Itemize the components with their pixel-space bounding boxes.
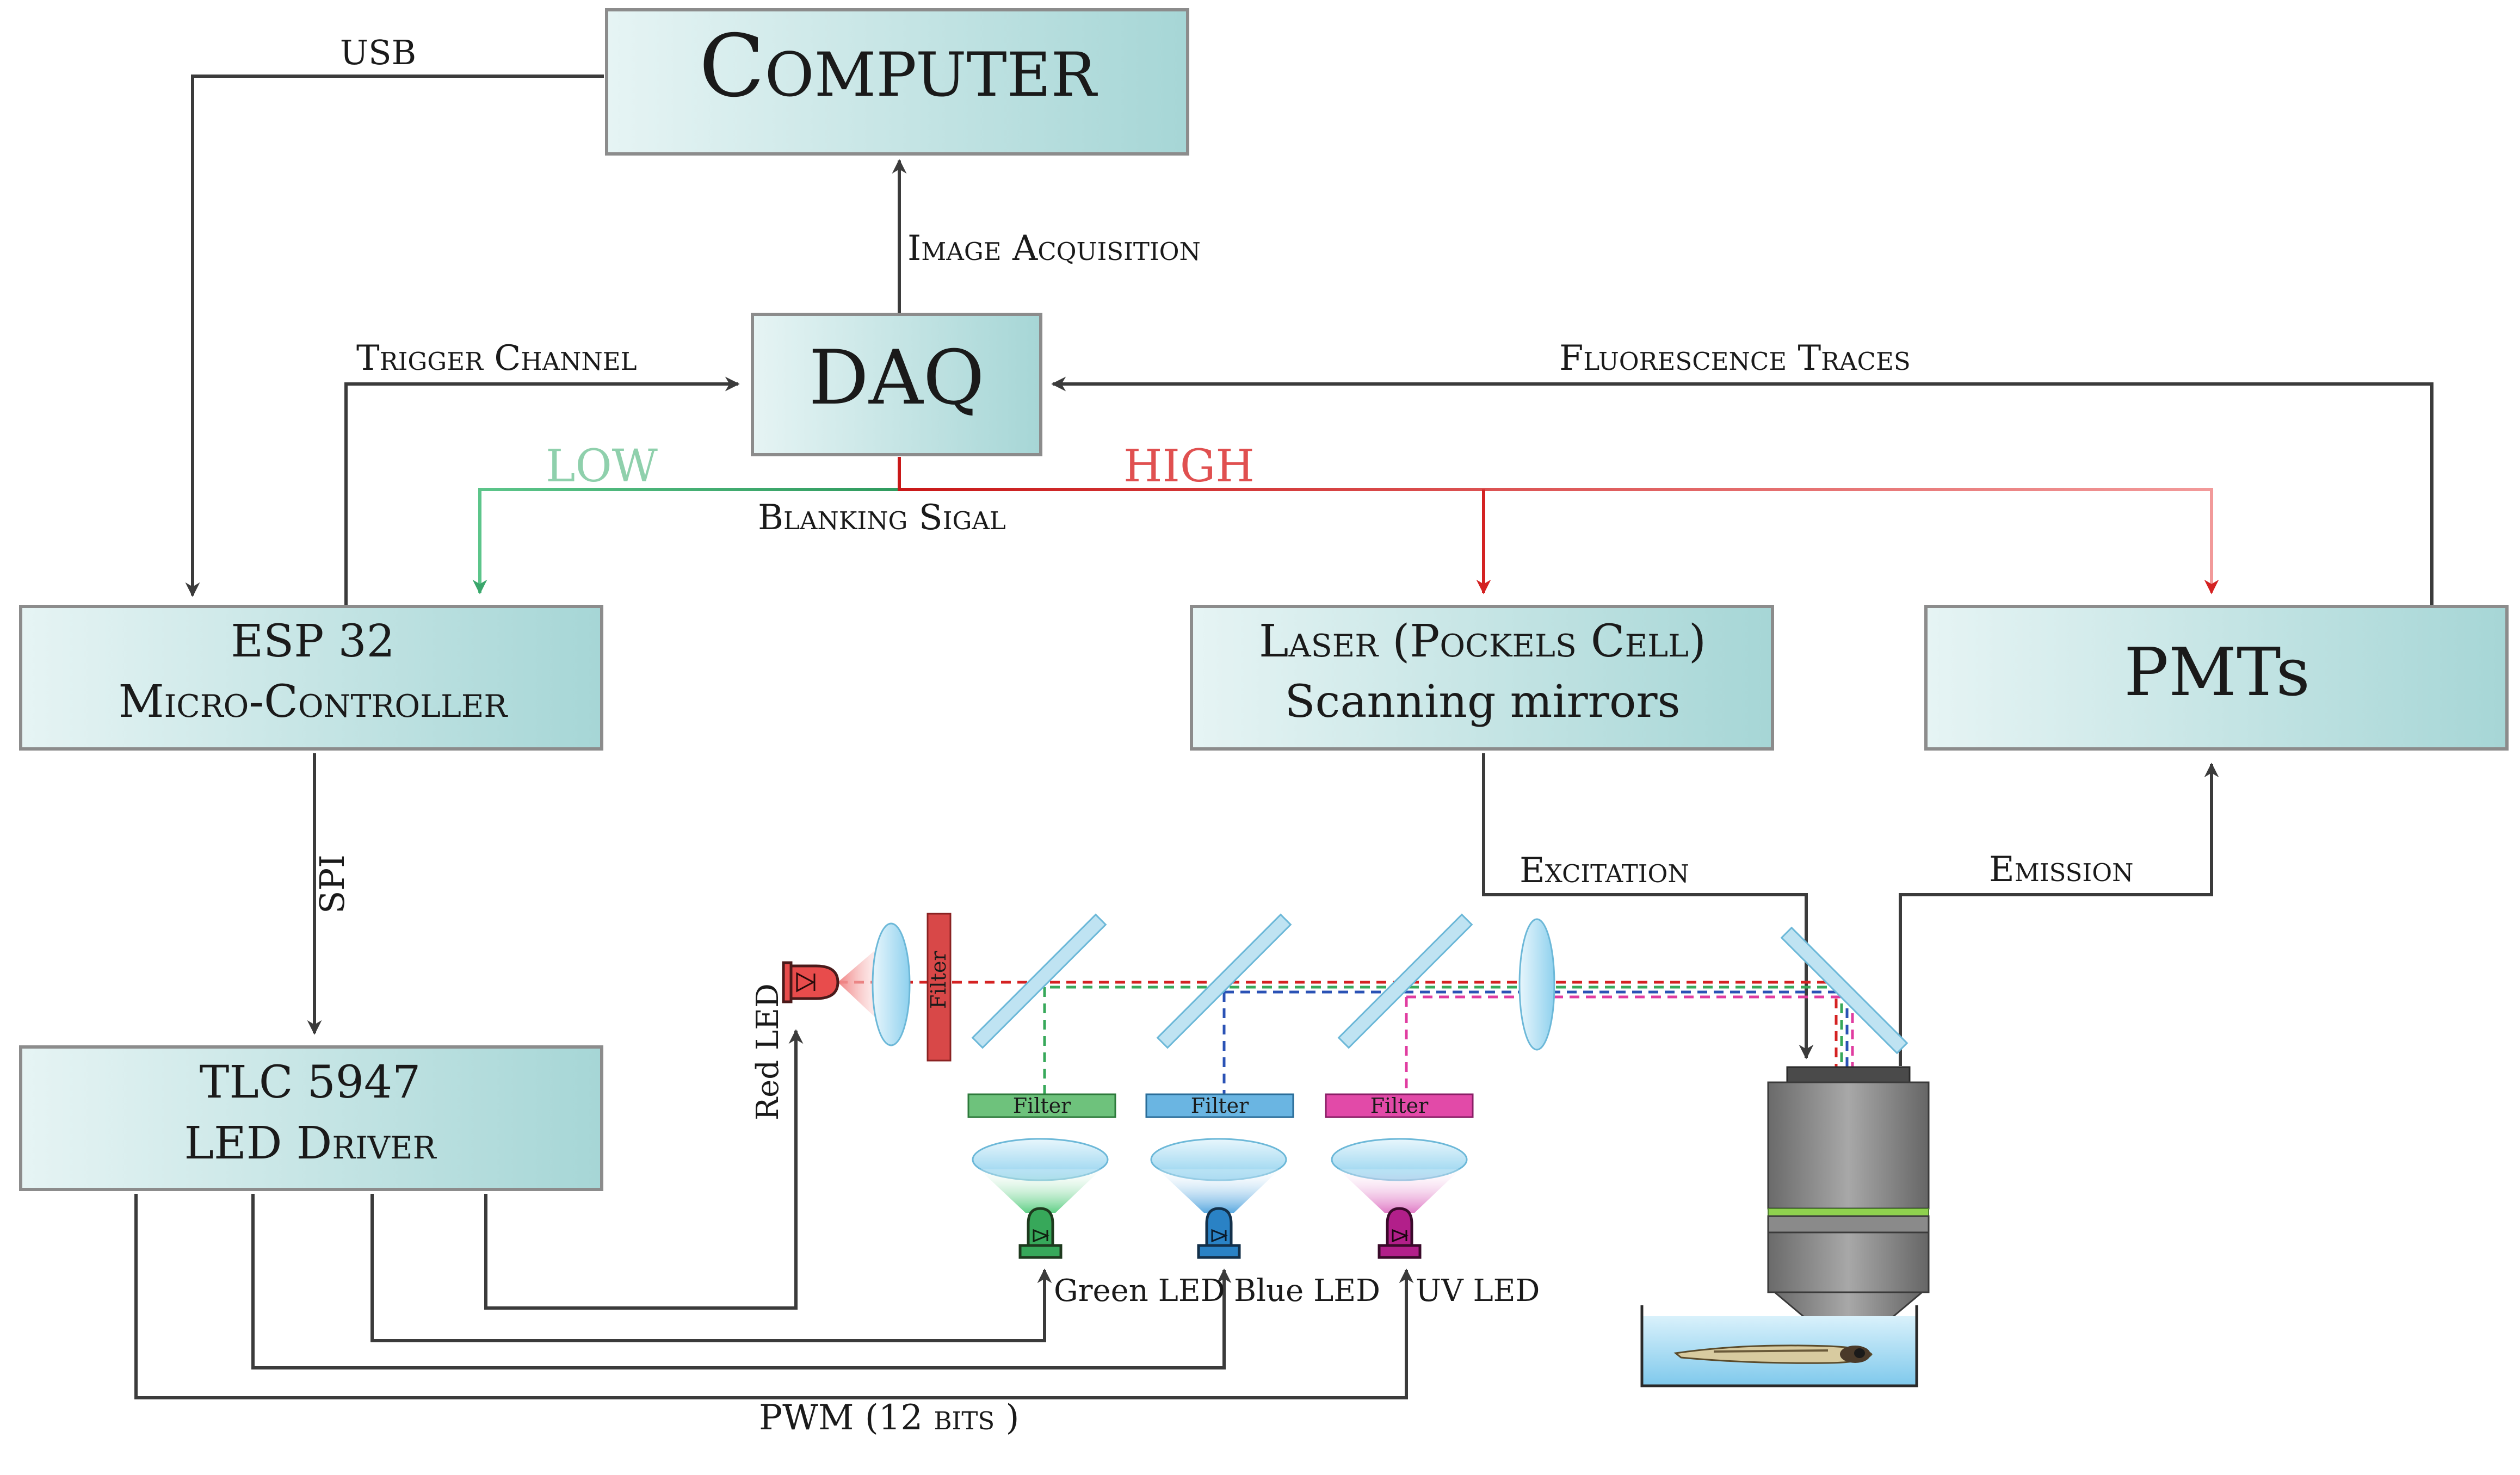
- dichroic-mirror-blue: [1156, 913, 1292, 1049]
- uv-filter: [1325, 1093, 1474, 1118]
- trigger-channel-label: Trigger Channel: [356, 338, 637, 379]
- blanking-high-connection: [898, 457, 2219, 594]
- computer-block: Computer: [605, 8, 1189, 156]
- daq-block: DAQ: [751, 313, 1042, 456]
- pmts-label: PMTs: [2124, 634, 2310, 711]
- microscope-objective: [1767, 1066, 1930, 1343]
- blue-led: [1197, 1207, 1241, 1259]
- emission-label: Emission: [1989, 850, 2133, 890]
- red-led-lens: [872, 922, 911, 1046]
- emission-connection: [1899, 763, 2219, 1066]
- high-label: HIGH: [1123, 441, 1255, 492]
- red-led-assembly: Filter Red LED: [750, 913, 952, 1120]
- usb-connection: [185, 75, 604, 597]
- dichroic-mirror-green: [971, 913, 1107, 1049]
- uv-light-cone: [1338, 1169, 1460, 1213]
- tlc5947-label-line1: TLC 5947: [200, 1057, 421, 1108]
- zebrafish-larva: [1673, 1344, 1873, 1364]
- pwm-red-line: [484, 1029, 804, 1310]
- daq-label: DAQ: [808, 334, 984, 422]
- trigger-channel-connection: [344, 376, 740, 605]
- green-led-assembly: Filter Green LED: [967, 1093, 1225, 1309]
- tlc5947-block: TLC 5947 LED Driver: [19, 1045, 603, 1191]
- esp32-block: ESP 32 Micro-Controller: [19, 605, 603, 751]
- green-filter: [967, 1093, 1116, 1118]
- fluorescence-connection: [1051, 376, 2433, 605]
- dichroic-mirror-uv: [1337, 913, 1473, 1049]
- pmts-block: PMTs: [1924, 605, 2509, 751]
- usb-label: USB: [340, 33, 416, 72]
- blue-filter-label: Filter: [1191, 1094, 1249, 1118]
- dichroic-mirror-main: [1780, 926, 1908, 1055]
- red-filter-label: Filter: [927, 951, 950, 1009]
- blue-led-assembly: Filter Blue LED: [1145, 1093, 1380, 1309]
- red-led-label: Red LED: [750, 983, 786, 1120]
- laser-block: Laser (Pockels Cell) Scanning mirrors: [1190, 605, 1774, 751]
- fluorescence-traces-label: Fluorescence Traces: [1559, 338, 1911, 379]
- green-led: [1018, 1207, 1063, 1259]
- excitation-label: Excitation: [1520, 851, 1689, 891]
- pwm-green-line: [370, 1194, 1052, 1342]
- blue-led-label: Blue LED: [1234, 1273, 1380, 1309]
- excitation-connection: [1482, 753, 1814, 1059]
- red-led: [782, 961, 839, 1003]
- green-led-label: Green LED: [1054, 1273, 1225, 1309]
- uv-led: [1378, 1207, 1422, 1259]
- sample-dish: [1640, 1305, 1918, 1387]
- pwm-blue-line: [251, 1194, 1232, 1369]
- dichroic-mirrors: [971, 913, 1908, 1055]
- collimator-lens: [1518, 918, 1555, 1051]
- pwm-label: PWM (12 bits ): [759, 1398, 1019, 1438]
- image-acquisition-label: Image Acquisition: [907, 228, 1201, 269]
- laser-label-line2: Scanning mirrors: [1284, 676, 1680, 728]
- esp32-label-line2: Micro-Controller: [119, 676, 509, 728]
- computer-label: Computer: [699, 16, 1098, 116]
- blue-filter: [1145, 1093, 1294, 1118]
- esp32-label-line1: ESP 32: [231, 616, 395, 667]
- green-filter-label: Filter: [1013, 1094, 1071, 1118]
- tlc5947-label-line2: LED Driver: [184, 1118, 437, 1169]
- blanking-signal-label: Blanking Sigal: [758, 498, 1006, 538]
- red-filter: [927, 913, 952, 1062]
- green-light-cone: [979, 1169, 1101, 1213]
- spi-label: SPI: [312, 854, 352, 914]
- blue-light-cone: [1158, 1169, 1280, 1213]
- low-label: LOW: [546, 441, 658, 492]
- uv-filter-label: Filter: [1370, 1094, 1429, 1118]
- laser-label-line1: Laser (Pockels Cell): [1259, 616, 1706, 667]
- uv-led-label: UV LED: [1416, 1273, 1540, 1309]
- pwm-uv-line: [134, 1194, 1414, 1399]
- uv-led-assembly: Filter UV LED: [1325, 1093, 1540, 1309]
